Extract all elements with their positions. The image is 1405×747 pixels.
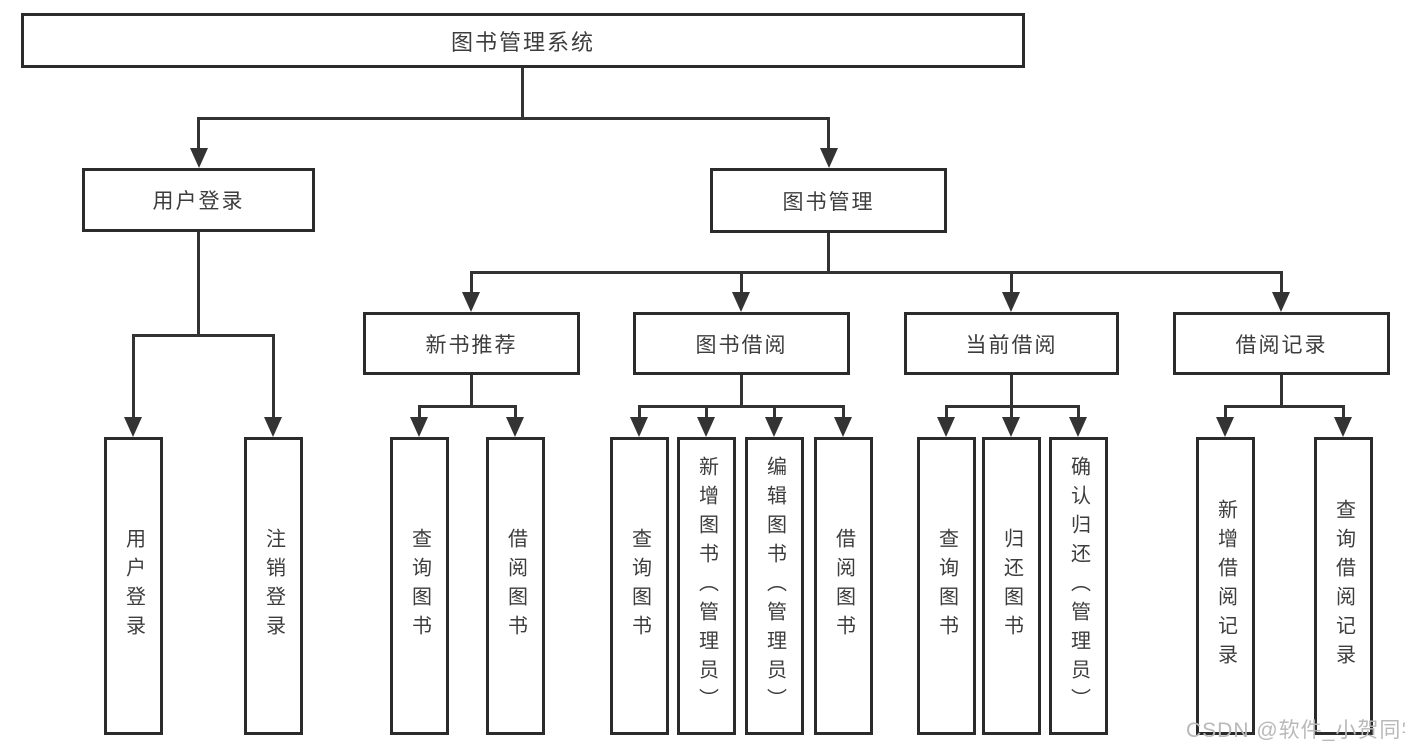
- connector-line: [1224, 405, 1345, 408]
- arrow-down-icon: [190, 148, 208, 168]
- leaf-add-book-admin: 新增图书（管理员）: [677, 437, 736, 735]
- connector-line: [638, 405, 641, 418]
- leaf-edit-book-admin: 编辑图书（管理员）: [745, 437, 804, 735]
- leaf-return-books: 归还图书: [982, 437, 1041, 735]
- connector-line: [132, 334, 135, 418]
- arrow-down-icon: [1216, 417, 1234, 437]
- arrow-down-icon: [1002, 292, 1020, 312]
- leaf-current-query-books: 查询图书: [917, 437, 976, 735]
- connector-line: [197, 232, 200, 336]
- leaf-logout: 注销登录: [244, 437, 303, 735]
- connector-line: [705, 405, 708, 418]
- leaf-newbook-borrow-books: 借阅图书: [486, 437, 545, 735]
- node-library-management-system: 图书管理系统: [21, 13, 1025, 68]
- arrow-down-icon: [834, 417, 852, 437]
- arrow-down-icon: [462, 292, 480, 312]
- leaf-query-borrow-record: 查询借阅记录: [1314, 437, 1373, 735]
- leaf-borrowing-borrow-books: 借阅图书: [814, 437, 873, 735]
- connector-line: [197, 117, 200, 151]
- connector-line: [1280, 271, 1283, 293]
- arrow-down-icon: [1069, 417, 1087, 437]
- connector-line: [514, 405, 517, 418]
- arrow-down-icon: [697, 417, 715, 437]
- watermark: CSDN @软件_小贺同学: [1186, 719, 1405, 742]
- arrow-down-icon: [124, 417, 142, 437]
- connector-line: [827, 233, 830, 273]
- leaf-newbook-query-books: 查询图书: [390, 437, 449, 735]
- connector-line: [740, 375, 743, 407]
- arrow-down-icon: [630, 417, 648, 437]
- connector-line: [842, 405, 845, 418]
- connector-line: [132, 334, 275, 337]
- node-borrowing-records: 借阅记录: [1173, 312, 1390, 375]
- connector-line: [418, 405, 421, 418]
- connector-line: [1010, 405, 1013, 418]
- arrow-down-icon: [1002, 417, 1020, 437]
- leaf-user-login: 用户登录: [104, 437, 163, 735]
- connector-line: [638, 405, 845, 408]
- connector-line: [1010, 271, 1013, 293]
- leaf-confirm-return-admin: 确认归还（管理员）: [1049, 437, 1108, 735]
- arrow-down-icon: [820, 148, 838, 168]
- connector-line: [1010, 375, 1013, 407]
- node-user-login: 用户登录: [82, 168, 315, 232]
- node-current-borrowing: 当前借阅: [904, 312, 1119, 375]
- arrow-down-icon: [732, 292, 750, 312]
- arrow-down-icon: [264, 417, 282, 437]
- connector-line: [1224, 405, 1227, 418]
- connector-line: [418, 405, 517, 408]
- arrow-down-icon: [765, 417, 783, 437]
- arrow-down-icon: [410, 417, 428, 437]
- connector-line: [1342, 405, 1345, 418]
- connector-line: [470, 375, 473, 407]
- connector-line: [827, 117, 830, 151]
- arrow-down-icon: [1334, 417, 1352, 437]
- node-new-book-recommendation: 新书推荐: [363, 312, 580, 375]
- arrow-down-icon: [1272, 292, 1290, 312]
- arrow-down-icon: [506, 417, 524, 437]
- node-book-borrowing: 图书借阅: [633, 312, 850, 375]
- connector-line: [197, 117, 830, 120]
- connector-line: [272, 334, 275, 418]
- node-book-management: 图书管理: [710, 168, 947, 233]
- connector-line: [773, 405, 776, 418]
- connector-line: [521, 68, 524, 118]
- connector-line: [1077, 405, 1080, 418]
- connector-line: [470, 271, 473, 293]
- leaf-borrowing-query-books: 查询图书: [610, 437, 669, 735]
- connector-line: [470, 271, 1283, 274]
- connector-line: [945, 405, 948, 418]
- connector-line: [1280, 375, 1283, 407]
- connector-line: [740, 271, 743, 293]
- arrow-down-icon: [937, 417, 955, 437]
- leaf-add-borrow-record: 新增借阅记录: [1196, 437, 1255, 735]
